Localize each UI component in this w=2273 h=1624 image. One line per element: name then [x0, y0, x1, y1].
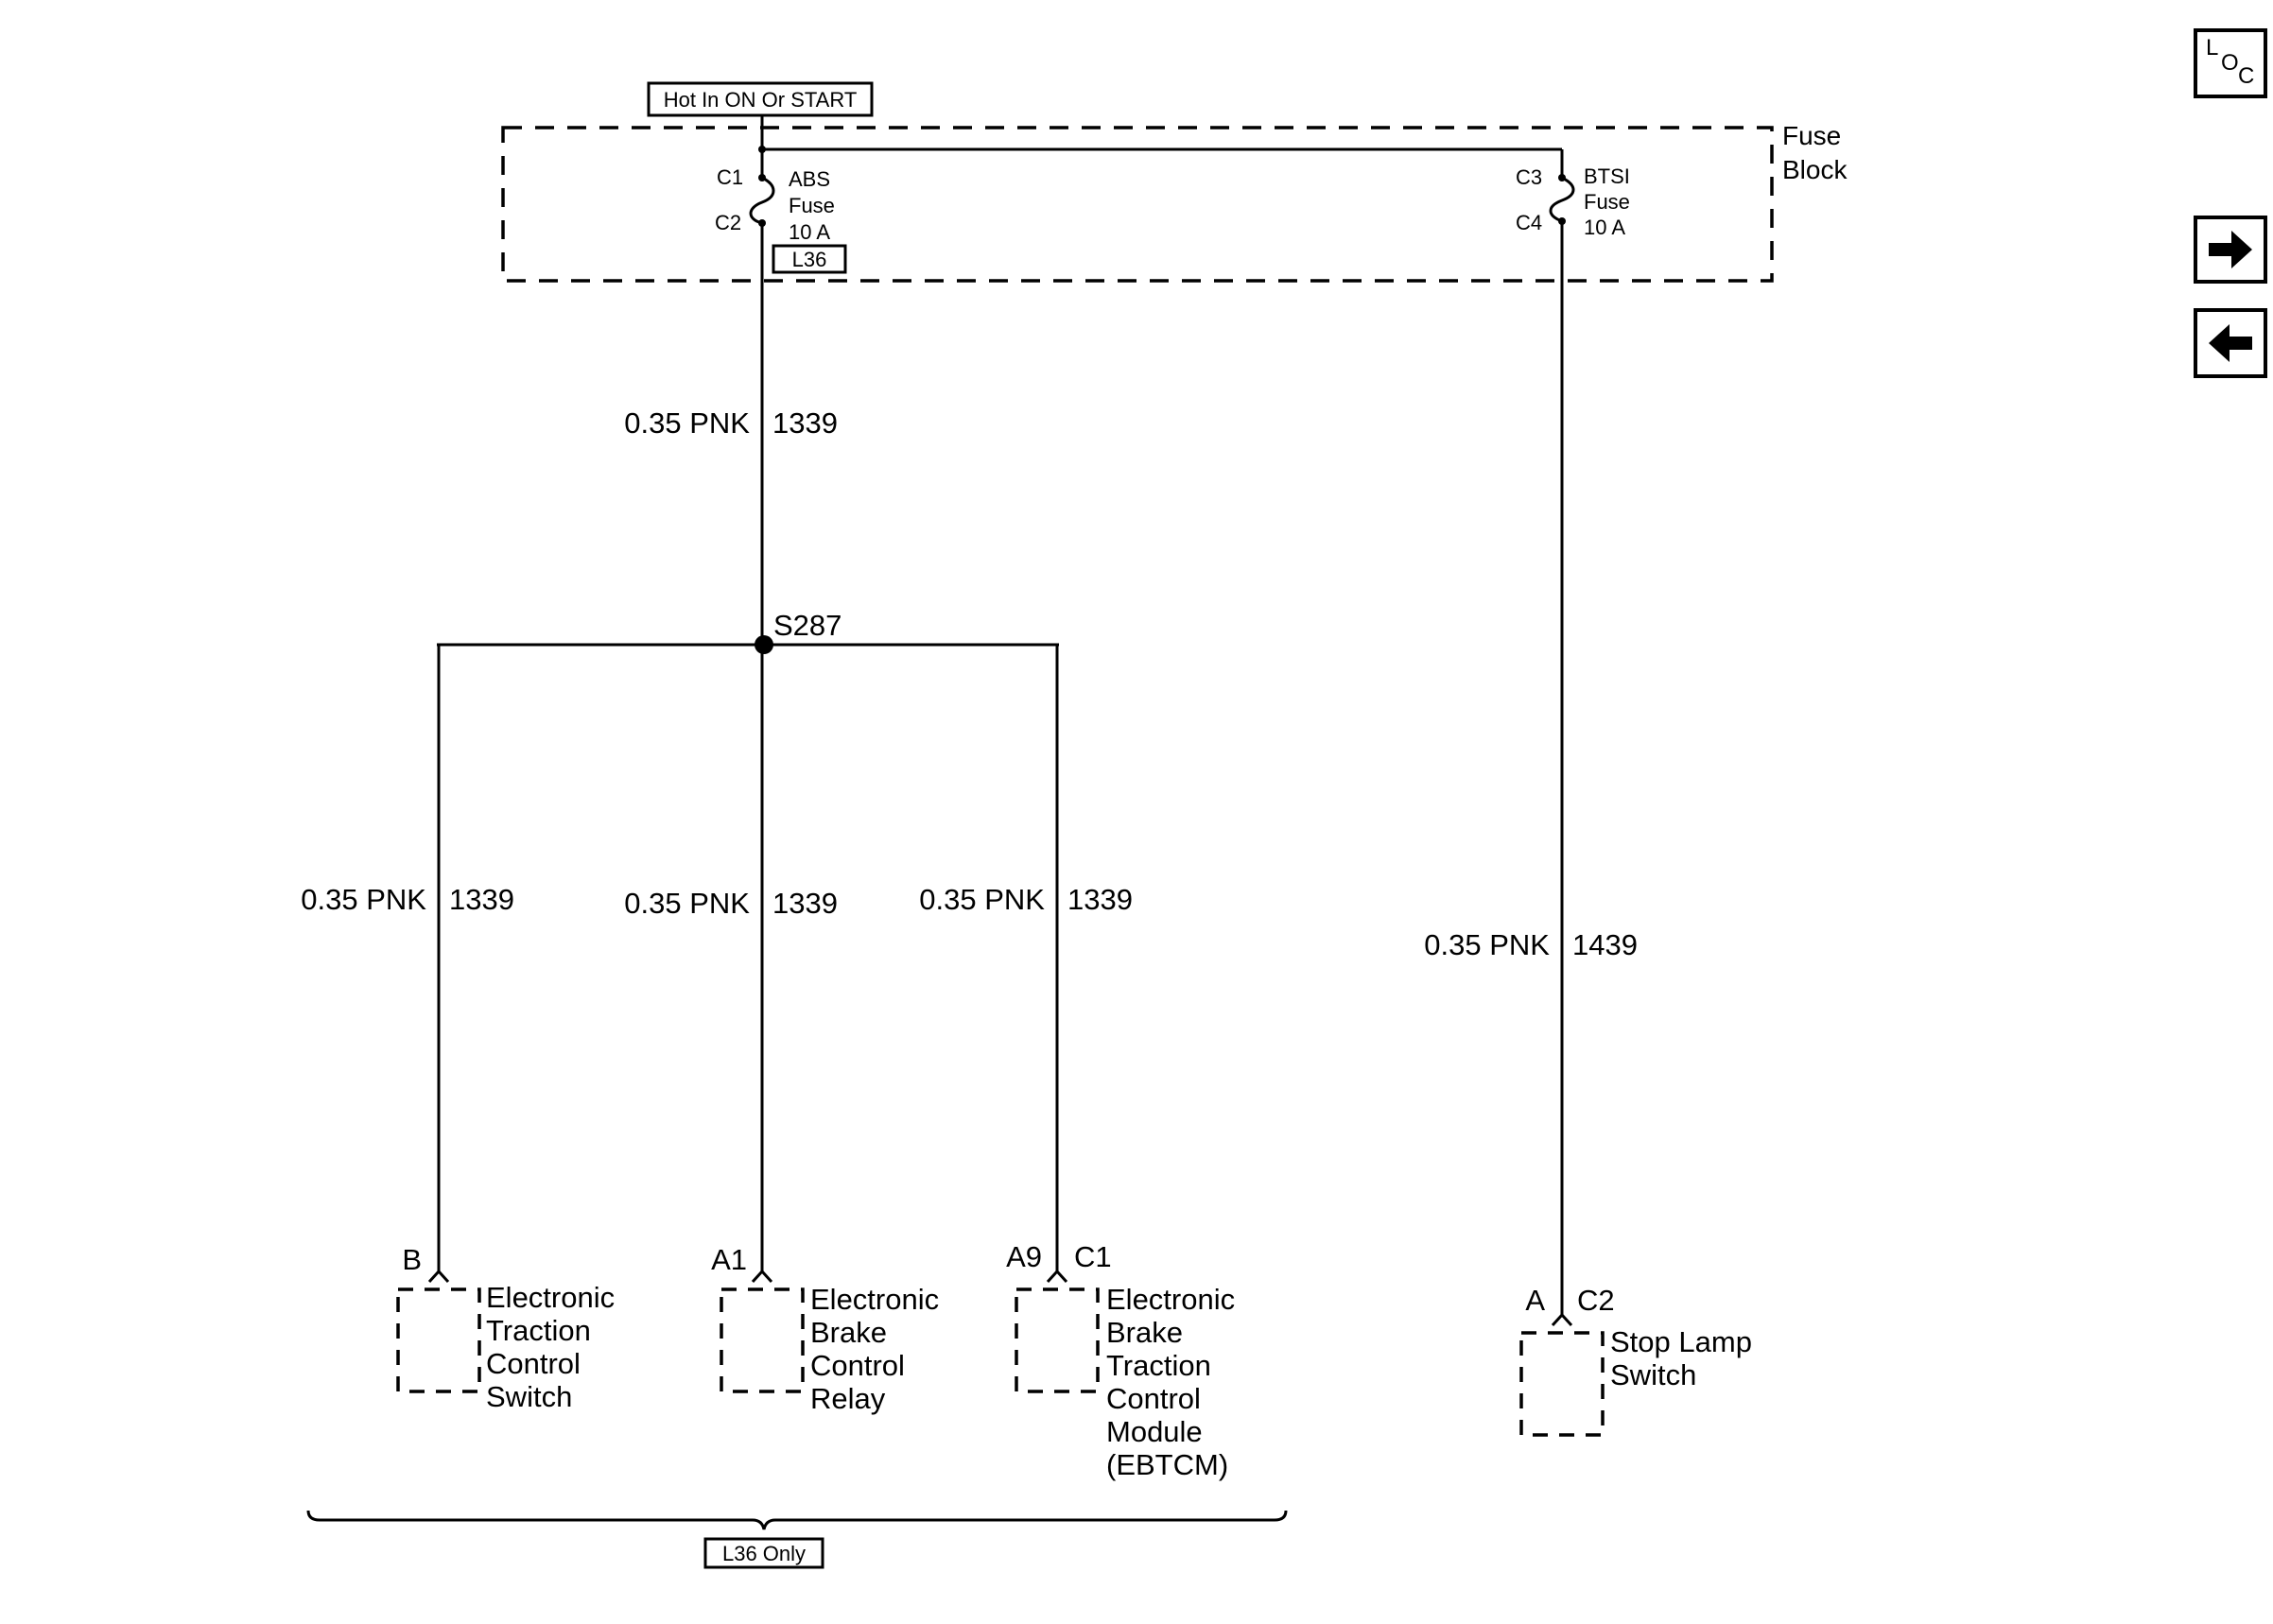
svg-text:Electronic: Electronic — [1106, 1283, 1235, 1316]
svg-text:Control: Control — [486, 1347, 581, 1380]
btsi-fuse-out-pin: C4 — [1516, 211, 1542, 234]
component-electronic-traction-control-switch: B Electronic Traction Control Switch — [396, 1243, 615, 1413]
svg-text:Stop Lamp: Stop Lamp — [1610, 1325, 1752, 1358]
feed-wire-circuit: 1339 — [772, 406, 838, 440]
stop-lamp-pin: A — [1525, 1284, 1545, 1317]
option-brace: L36 Only — [306, 1510, 1288, 1569]
stop-lamp-connector: C2 — [1577, 1284, 1615, 1317]
abs-fuse-line2: Fuse — [789, 194, 835, 217]
svg-text:Module: Module — [1106, 1415, 1203, 1448]
location-button[interactable]: L O C — [2194, 28, 2267, 98]
arrow-left-icon — [2209, 324, 2252, 362]
svg-text:Brake: Brake — [1106, 1316, 1183, 1349]
previous-page-button[interactable] — [2194, 308, 2267, 378]
svg-text:O: O — [2221, 50, 2239, 76]
fuse-block-label-2: Block — [1782, 155, 1848, 184]
ebcr-pin: A1 — [711, 1243, 747, 1276]
next-page-button[interactable] — [2194, 216, 2267, 284]
abs-fuse-rating: 10 A — [789, 220, 830, 244]
btsi-fuse-name: BTSI — [1584, 164, 1630, 188]
btsi-fuse-line2: Fuse — [1584, 190, 1630, 214]
svg-text:Electronic: Electronic — [486, 1281, 615, 1314]
stop-lamp-wire-gauge: 0.35 PNK — [1424, 928, 1550, 961]
ebtcm-terminal — [1046, 1269, 1068, 1284]
option-brace-label: L36 Only — [722, 1542, 806, 1565]
abs-fuse-in-pin: C1 — [717, 165, 743, 189]
feed-wire-gauge: 0.35 PNK — [624, 406, 750, 440]
svg-text:Hot In ON Or START: Hot In ON Or START — [664, 88, 858, 112]
stop-lamp-terminal — [1551, 1312, 1573, 1327]
component-electronic-brake-control-relay: A1 Electronic Brake Control Relay — [711, 1243, 939, 1415]
ebtcm-connector: C1 — [1074, 1240, 1112, 1273]
fuse-block-outline — [501, 126, 1774, 283]
svg-text:Switch: Switch — [486, 1380, 572, 1413]
svg-text:Control: Control — [1106, 1382, 1201, 1415]
btsi-fuse: C3 C4 BTSI Fuse 10 A — [1516, 164, 1630, 239]
ebcr-wire-gauge: 0.35 PNK — [624, 887, 750, 920]
ebtcm-wire-gauge: 0.35 PNK — [919, 883, 1045, 916]
svg-text:Traction: Traction — [486, 1314, 591, 1347]
svg-text:Traction: Traction — [1106, 1349, 1211, 1382]
abs-fuse: C1 C2 ABS Fuse 10 A L36 — [715, 149, 847, 274]
power-source-label: Hot In ON Or START — [647, 81, 874, 117]
component-stop-lamp-switch: A C2 Stop Lamp Switch — [1519, 1284, 1752, 1437]
etcs-pin: B — [402, 1243, 422, 1276]
btsi-fuse-in-pin: C3 — [1516, 165, 1542, 189]
abs-fuse-name: ABS — [789, 167, 830, 191]
svg-text:C: C — [2238, 63, 2254, 89]
splice-label: S287 — [773, 609, 842, 642]
svg-text:Switch: Switch — [1610, 1358, 1696, 1391]
svg-text:L: L — [2206, 35, 2218, 60]
svg-text:(EBTCM): (EBTCM) — [1106, 1448, 1228, 1481]
svg-text:Relay: Relay — [810, 1382, 886, 1415]
svg-text:Electronic: Electronic — [810, 1283, 939, 1316]
svg-text:Brake: Brake — [810, 1316, 887, 1349]
arrow-right-icon — [2209, 231, 2252, 268]
abs-fuse-option: L36 — [792, 248, 827, 271]
etcs-wire-gauge: 0.35 PNK — [301, 883, 426, 916]
ebtcm-pin: A9 — [1006, 1240, 1042, 1273]
etcs-wire-circuit: 1339 — [449, 883, 514, 916]
fuse-block-label: Fuse — [1782, 121, 1841, 150]
btsi-fuse-rating: 10 A — [1584, 216, 1625, 239]
component-ebtcm: A9 C1 Electronic Brake Traction Control … — [1006, 1240, 1235, 1481]
ebcr-terminal — [751, 1269, 773, 1284]
ebcr-wire-circuit: 1339 — [772, 887, 838, 920]
ebtcm-wire-circuit: 1339 — [1067, 883, 1133, 916]
stop-lamp-wire-circuit: 1439 — [1572, 928, 1638, 961]
etcs-terminal — [427, 1269, 450, 1284]
abs-fuse-out-pin: C2 — [715, 211, 741, 234]
svg-text:Control: Control — [810, 1349, 905, 1382]
